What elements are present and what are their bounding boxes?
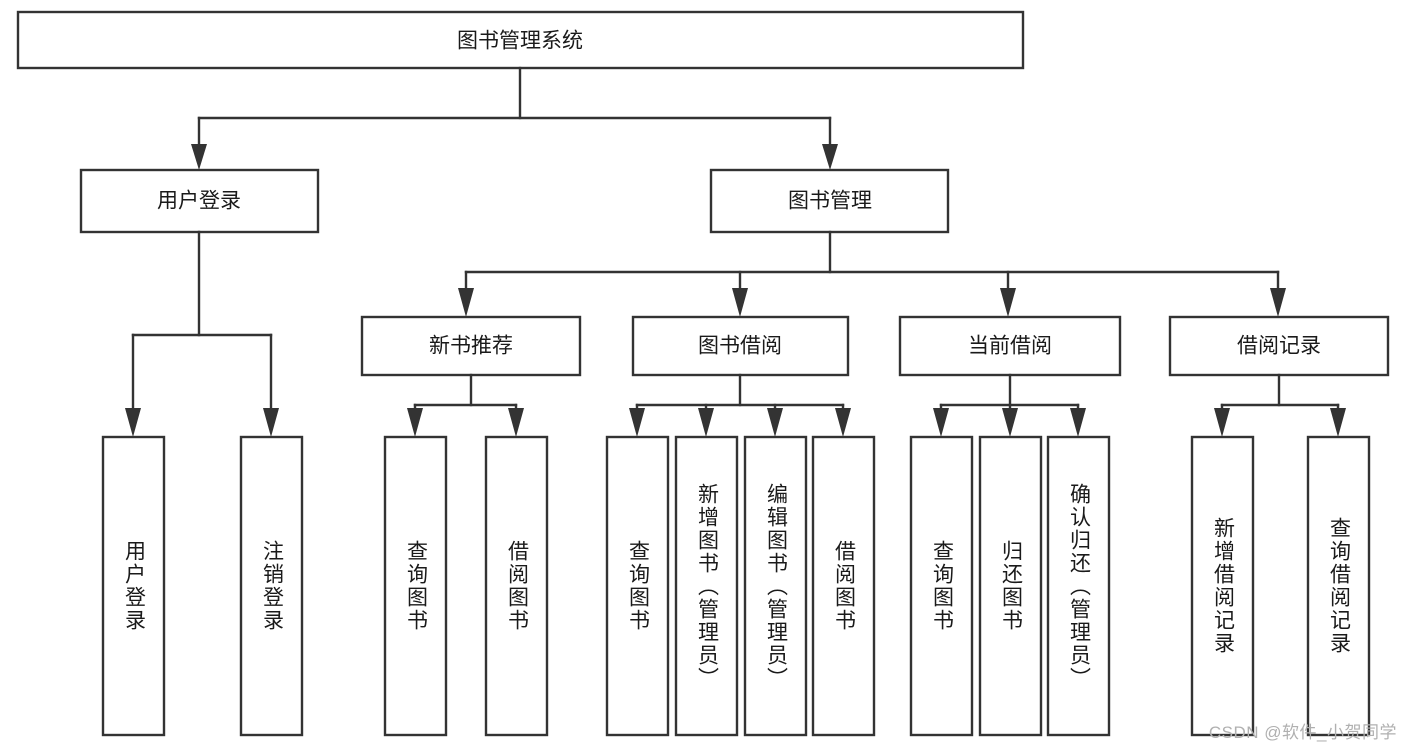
node-leaf-return-book-box[interactable] [978, 435, 1043, 737]
node-current-borrow-label: 当前借阅 [968, 335, 1052, 358]
arrowhead-book-borrow [732, 288, 748, 317]
arrowhead-leaf-edit-book [767, 408, 783, 437]
arrowhead-leaf-query-record [1330, 408, 1346, 437]
arrowhead-current-borrow [1000, 288, 1016, 317]
node-leaf-edit-book-box[interactable] [743, 435, 808, 737]
node-borrow-record-box[interactable] [1168, 315, 1390, 377]
node-book-manage-box[interactable] [709, 168, 950, 234]
node-leaf-logout-login-box[interactable] [239, 435, 304, 737]
node-leaf-query-book-1-box[interactable] [383, 435, 448, 737]
arrowhead-leaf-query-book-2 [629, 408, 645, 437]
arrowhead-leaf-add-book [698, 408, 714, 437]
arrowhead-user-login [191, 144, 207, 170]
node-root-label: 图书管理系统 [457, 30, 583, 53]
arrowhead-leaf-logout-login [263, 408, 279, 437]
arrowhead-leaf-borrow-book-2 [835, 408, 851, 437]
node-leaf-add-record-box[interactable] [1190, 435, 1255, 737]
node-borrow-record-label: 借阅记录 [1237, 335, 1321, 358]
node-leaf-query-book-2-box[interactable] [605, 435, 670, 737]
node-new-book-recommend-label: 新书推荐 [429, 335, 513, 358]
node-root-box[interactable] [16, 10, 1025, 70]
node-leaf-borrow-book-2-box[interactable] [811, 435, 876, 737]
node-leaf-query-book-3-box[interactable] [909, 435, 974, 737]
node-book-borrow-box[interactable] [631, 315, 850, 377]
node-leaf-confirm-return-box[interactable] [1046, 435, 1111, 737]
csdn-watermark: CSDN @软件_小贺同学 [1208, 723, 1397, 742]
arrowhead-leaf-confirm-return [1070, 408, 1086, 437]
node-leaf-user-login-box[interactable] [101, 435, 166, 737]
node-book-borrow-label: 图书借阅 [698, 335, 782, 358]
node-current-borrow-box[interactable] [898, 315, 1122, 377]
node-new-book-recommend-box[interactable] [360, 315, 582, 377]
arrowhead-leaf-user-login [125, 408, 141, 437]
arrowhead-new-book-recommend [458, 288, 474, 317]
node-leaf-add-book-box[interactable] [674, 435, 739, 737]
node-leaf-query-record-box[interactable] [1306, 435, 1371, 737]
arrowhead-leaf-query-book-1 [407, 408, 423, 437]
arrowhead-leaf-add-record [1214, 408, 1230, 437]
arrowhead-leaf-query-book-3 [933, 408, 949, 437]
arrowhead-leaf-return-book [1002, 408, 1018, 437]
node-book-manage-label: 图书管理 [788, 190, 872, 213]
arrowhead-borrow-record [1270, 288, 1286, 317]
arrowhead-book-manage [822, 144, 838, 170]
node-leaf-borrow-book-1-box[interactable] [484, 435, 549, 737]
node-user-login-label: 用户登录 [157, 190, 241, 213]
arrowhead-leaf-borrow-book-1 [508, 408, 524, 437]
